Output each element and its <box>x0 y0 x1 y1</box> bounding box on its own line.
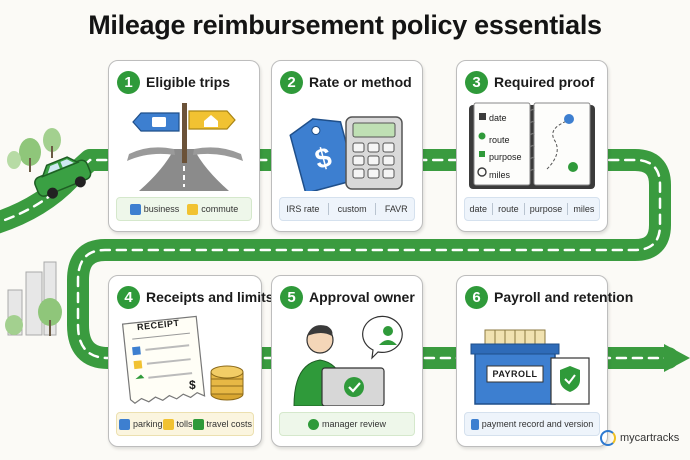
log-item-date: date <box>489 113 507 123</box>
logbook-illustration <box>469 102 595 189</box>
step-tags: payment record and version <box>464 412 600 436</box>
tag-purpose: purpose <box>529 204 563 214</box>
tag-parking: parking <box>119 418 163 430</box>
step-number: 6 <box>465 285 488 309</box>
price-tag-calculator-illustration: $ <box>289 116 403 191</box>
briefcase-icon <box>129 203 141 215</box>
step-card-rate-method: 2 Rate or method $ IRS rate custom FAVR <box>271 60 423 232</box>
brand-logo-icon <box>600 430 616 446</box>
document-icon <box>470 418 479 430</box>
toll-icon <box>133 360 143 370</box>
tag-manager-review: manager review <box>307 418 386 430</box>
tag-travel-costs: travel costs <box>192 418 252 430</box>
tag-date: date <box>469 204 488 214</box>
tag-business: business <box>129 203 179 215</box>
step-tags: parking tolls travel costs <box>116 412 254 436</box>
plane-icon <box>192 418 204 430</box>
step-title: Rate or method <box>309 74 412 90</box>
tag-favr: FAVR <box>384 204 408 214</box>
parking-icon <box>132 346 141 356</box>
pin-icon <box>478 132 486 140</box>
step-card-required-proof: 3 Required proof date route purpose mile… <box>456 60 608 232</box>
step-title: Receipts and limits <box>146 289 274 305</box>
step-title: Eligible trips <box>146 74 231 90</box>
house-icon <box>187 203 199 215</box>
step-number: 4 <box>117 285 140 309</box>
step-tags: business commute <box>116 197 252 221</box>
step-number: 1 <box>117 70 140 94</box>
tag-divider <box>523 203 525 215</box>
trees-left <box>7 128 61 172</box>
flag-icon <box>479 151 485 157</box>
payroll-box-illustration <box>470 329 590 405</box>
signpost-fork-illustration <box>127 103 243 191</box>
step-number: 2 <box>280 70 303 94</box>
tag-payment-record: payment record and version <box>470 418 593 430</box>
shield-icon <box>560 366 580 392</box>
parking-icon <box>119 418 130 430</box>
step-title: Required proof <box>494 74 595 90</box>
trees-city <box>5 298 62 336</box>
box-label: PAYROLL <box>492 369 538 379</box>
tag-route: route <box>498 204 519 214</box>
coins-stack <box>210 365 244 401</box>
step-number: 3 <box>465 70 488 94</box>
tag-miles: miles <box>573 204 595 214</box>
page-title: Mileage reimbursement policy essentials <box>88 10 602 40</box>
gauge-icon <box>477 167 487 177</box>
tag-divider <box>492 203 494 215</box>
step-card-approval-owner: 5 Approval owner manager review <box>271 275 423 447</box>
manager-laptop-illustration <box>293 315 403 406</box>
step-tags: IRS rate custom FAVR <box>279 197 415 221</box>
step-tags: manager review <box>279 412 415 436</box>
receipt-amount: $ <box>189 378 196 392</box>
receipt-coins-illustration <box>121 315 244 405</box>
tag-divider <box>567 203 569 215</box>
step-card-eligible-trips: 1 Eligible trips business commute <box>108 60 260 232</box>
person-icon <box>307 418 319 430</box>
brand-name: mycartracks <box>620 432 680 444</box>
step-card-receipts-limits: 4 Receipts and limits RECEIPT $ parking <box>108 275 274 447</box>
log-item-route: route <box>489 135 510 145</box>
road-arrow-head <box>664 344 690 372</box>
tag-divider <box>327 203 329 215</box>
tag-commute: commute <box>187 203 238 215</box>
tag-custom: custom <box>337 204 367 214</box>
brand-footer: mycartracks <box>600 430 679 446</box>
toll-icon <box>162 418 174 430</box>
tag-tolls: tolls <box>162 418 193 430</box>
plane-icon <box>135 374 145 380</box>
tag-irs-rate: IRS rate <box>286 204 320 214</box>
step-tags: date route purpose miles <box>464 197 600 221</box>
calendar-icon <box>479 113 486 120</box>
log-item-miles: miles <box>489 170 511 180</box>
tag-divider <box>375 203 377 215</box>
step-card-payroll-retention: 6 Payroll and retention PAYROLL payment … <box>456 275 633 447</box>
step-title: Payroll and retention <box>494 289 634 305</box>
person-icon <box>383 326 393 336</box>
car-icon <box>34 156 92 199</box>
log-item-purpose: purpose <box>489 152 522 162</box>
step-title: Approval owner <box>309 289 415 305</box>
step-number: 5 <box>280 285 303 309</box>
